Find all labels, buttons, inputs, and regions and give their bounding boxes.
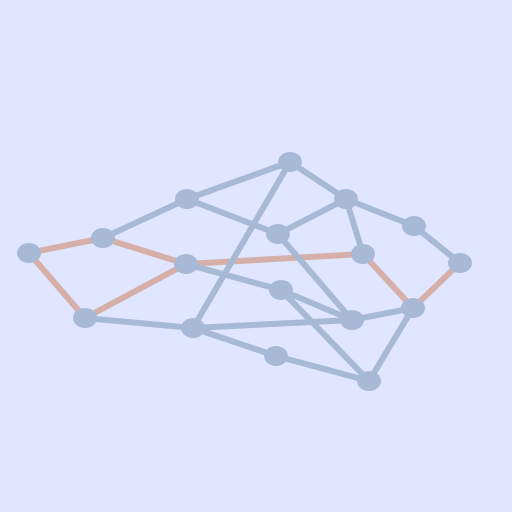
graph-node-n12[interactable] [181,318,205,338]
edge-n12-n15 [190,325,279,359]
graph-node-n4[interactable] [278,152,302,172]
graph-node-n3[interactable] [175,189,199,209]
edge-n4-n12 [190,159,293,331]
edge-n6-n7 [275,196,349,237]
graph-node-n10[interactable] [448,253,472,273]
graph-node-n11[interactable] [269,280,293,300]
edge-n12-n13 [190,317,355,331]
highlighted-edge-n5-n8 [183,251,366,267]
graph-node-n15[interactable] [264,346,288,366]
highlighted-edge-n2-n5 [82,261,189,321]
graph-node-n2[interactable] [73,308,97,328]
graph-node-n8[interactable] [351,244,375,264]
highlighted-edge-n8-n14 [360,251,416,311]
graph-node-n13[interactable] [340,310,364,330]
highlighted-edge-n0-n2 [26,250,88,321]
graph-node-n16[interactable] [357,371,381,391]
edge-n3-n4 [184,159,293,202]
graph-node-n7[interactable] [266,224,290,244]
graph-node-n9[interactable] [402,216,426,236]
edge-n6-n9 [343,196,417,229]
edge-n3-n7 [184,196,281,237]
graph-node-n6[interactable] [334,189,358,209]
edge-n11-n16 [278,287,372,384]
graph-node-n0[interactable] [17,243,41,263]
edge-n14-n16 [366,305,416,384]
highlighted-edge-n1-n5 [100,235,189,267]
edge-n1-n3 [100,196,190,241]
highlighted-edge-n0-n1 [26,235,106,256]
graph-node-n1[interactable] [91,228,115,248]
graph-node-n5[interactable] [174,254,198,274]
graph-node-n14[interactable] [401,298,425,318]
edge-n15-n16 [273,353,372,384]
edge-n5-n11 [183,261,284,293]
edge-n2-n12 [82,315,196,331]
node-layer [17,152,472,391]
edge-n7-n13 [275,231,355,323]
edge-n11-n13 [278,287,355,323]
